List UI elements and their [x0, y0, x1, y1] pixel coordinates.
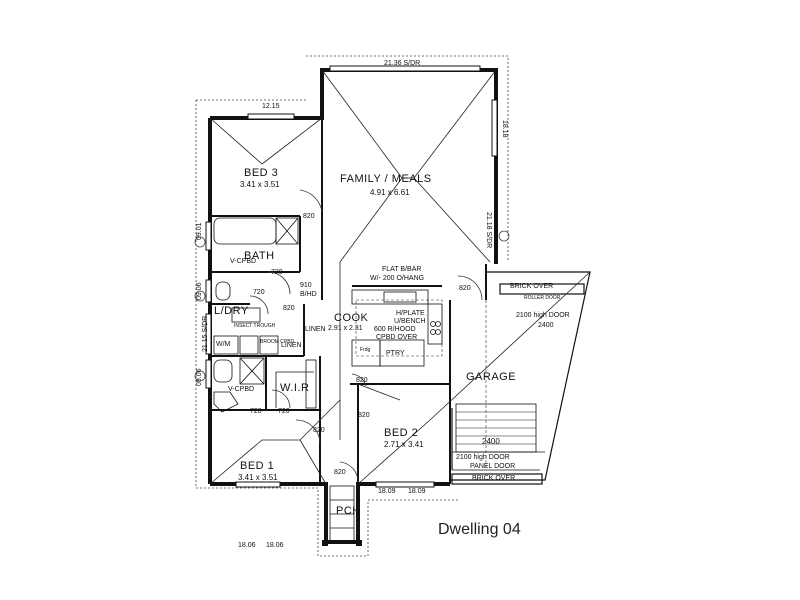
dwelling-title: Dwelling 04 — [438, 521, 521, 538]
porch-columns — [322, 540, 362, 546]
door-pantry: 820 — [356, 377, 368, 384]
bath-tub — [213, 217, 277, 245]
door-bed3: 820 — [303, 213, 315, 220]
door-garage: 820 — [459, 285, 471, 292]
bed3-label: BED 3 — [244, 167, 279, 179]
bed1-label: BED 1 — [240, 460, 275, 472]
wir-label: W.I.R — [280, 382, 310, 394]
garage-high-door: 2100 high DOOR — [516, 312, 570, 319]
window-bed2-b: 18.09 — [408, 488, 426, 495]
bed2-label: BED 2 — [384, 427, 419, 439]
door-linen: 820 — [283, 305, 295, 312]
bed1-size: 3.41 x 3.51 — [238, 473, 278, 482]
laundry-label: L/DRY — [214, 305, 249, 317]
door-bath: 720 — [271, 269, 283, 276]
toilet — [215, 281, 231, 301]
door-ldry: 720 — [253, 289, 265, 296]
door-entry: 820 — [334, 469, 346, 476]
pantry-label: PTRY — [386, 350, 405, 357]
roof-hip-lines — [209, 69, 591, 485]
kitchen-cpbd-note: CPBD OVER — [376, 334, 418, 341]
garage-width-top: 2400 — [538, 322, 554, 329]
garage-label: GARAGE — [466, 371, 517, 383]
bath-label: BATH — [244, 250, 275, 262]
window-bed2-a: 18.09 — [378, 488, 396, 495]
window-bed1-a: 18.06 — [238, 542, 256, 549]
kitchen-hood-note: 600 R/HOOD — [374, 326, 416, 333]
internal-walls — [210, 118, 487, 484]
laundry-cpbd: BROOM CPBD — [260, 339, 295, 345]
door-wir: 720 — [278, 408, 290, 415]
cook-size: 2.91 x 2.31 — [328, 325, 363, 332]
window-family-right: 18.18 — [501, 120, 508, 138]
bath-cpbd: V-CPBD — [230, 258, 257, 265]
hall-bulkhead: B/HD — [300, 291, 317, 298]
laundry-wm: W/M — [216, 341, 231, 348]
garage-walls — [450, 271, 591, 485]
window-family-side: 21.18 S/DR — [485, 212, 492, 249]
cook-label: COOK — [334, 312, 369, 324]
garage-panel-door: PANEL DOOR — [470, 463, 516, 470]
window-top: 21.36 S/DR — [384, 60, 421, 67]
window-hall-side: 21.15 S/DR — [202, 315, 209, 352]
garage-panel-high: 2100 high DOOR — [456, 454, 510, 461]
door-ens: 720 — [250, 408, 262, 415]
window-bed3-top: 12.15 — [262, 103, 280, 110]
porch-label: PCH — [336, 505, 361, 517]
door-bed2: 820 — [358, 412, 370, 419]
hall-width: 910 — [300, 282, 312, 289]
door-swings — [249, 189, 483, 483]
kitchen-plate-note: H/PLATE — [396, 310, 425, 317]
family-label: FAMILY / MEALS — [340, 173, 432, 185]
window-ens-side: 09.06 — [196, 368, 203, 386]
window-bath-side: 09.01 — [196, 222, 203, 240]
kitchen-bench-note: U/BENCH — [394, 318, 426, 325]
garage-brick-top: BRICK OVER — [510, 283, 554, 290]
garage-width-bottom: 2400 — [482, 437, 500, 446]
windows — [205, 65, 498, 488]
linen1-label: LINEN — [281, 342, 302, 349]
linen2-label: LINEN — [305, 326, 326, 333]
bed3-size: 3.41 x 3.51 — [240, 180, 280, 189]
overhead-cupboard — [355, 299, 487, 470]
window-bed1-b: 18.06 — [266, 542, 284, 549]
laundry-trough: INSECT TROUGH — [234, 323, 276, 329]
family-size: 4.91 x 6.61 — [370, 188, 410, 197]
fridge-label: Frdg — [360, 347, 371, 353]
ens-cpbd: V-CPBD — [228, 386, 255, 393]
garage-roller-door: ROLLER DOOR — [524, 295, 561, 301]
kitchen-bar-note: FLAT B/BAR — [382, 266, 422, 273]
garage-brick-bottom: BRICK OVER — [472, 475, 516, 482]
window-ldry-side: 09.06 — [196, 282, 203, 300]
downpipe-marks — [194, 230, 510, 382]
bed2-size: 2.71 x 3.41 — [384, 440, 424, 449]
kitchen-bar-hang-note: W/- 200 O/HANG — [370, 275, 425, 282]
eave-outline — [195, 55, 509, 557]
door-bed1: 820 — [313, 427, 325, 434]
